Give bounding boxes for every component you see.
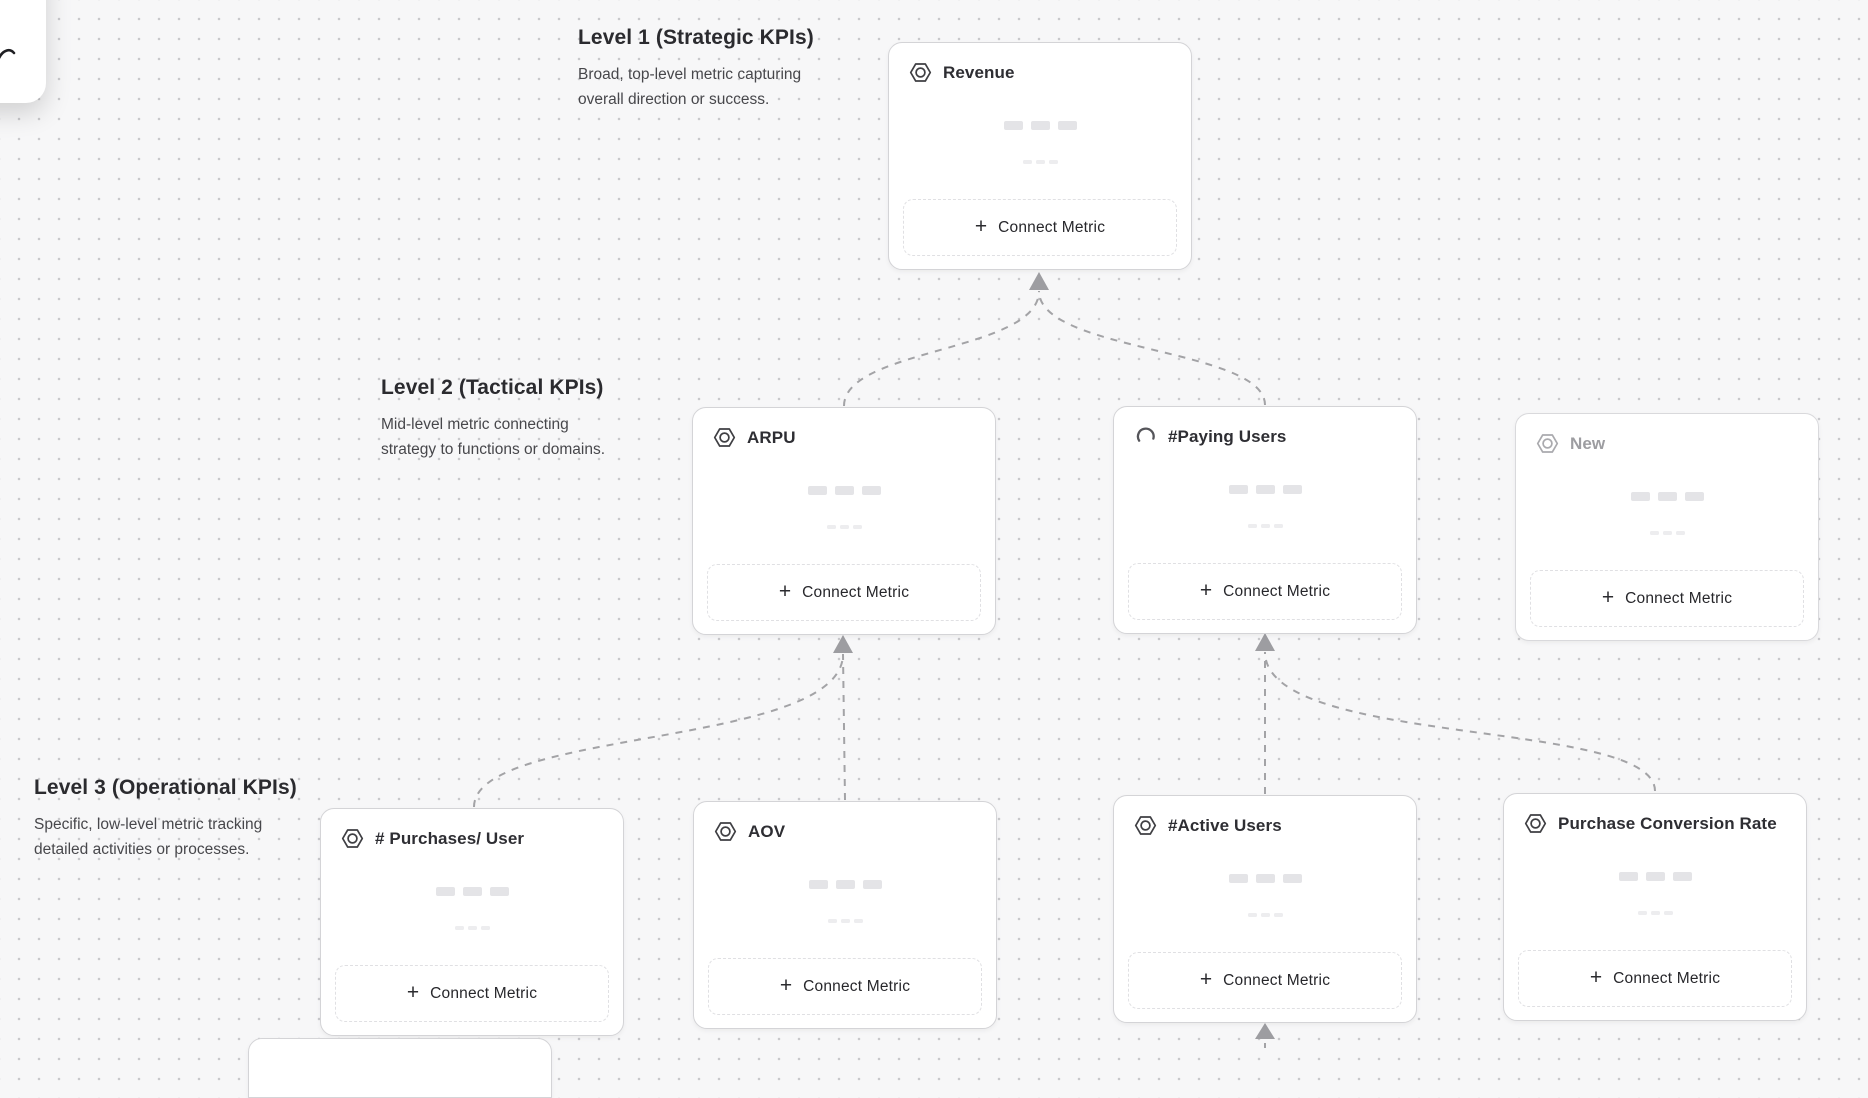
metric-hexagon-icon <box>713 426 736 449</box>
connect-metric-label: Connect Metric <box>430 984 538 1002</box>
section-description: Mid-level metric connecting strategy to … <box>381 416 606 458</box>
arrowhead-arpu <box>833 635 853 653</box>
card-title: Purchase Conversion Rate <box>1558 813 1777 833</box>
plus-icon: + <box>1199 968 1213 991</box>
skeleton-placeholder-small <box>694 919 996 923</box>
skeleton-placeholder <box>1516 492 1818 501</box>
metric-card-partial-offscreen[interactable] <box>248 1038 552 1098</box>
arrowhead-active-users <box>1255 1023 1275 1039</box>
connect-metric-button[interactable]: + Connect Metric <box>1530 570 1804 627</box>
section-title: Level 1 (Strategic KPIs) <box>578 26 814 49</box>
card-title: AOV <box>748 821 786 841</box>
metric-card-active-users[interactable]: #Active Users + Connect Metric <box>1113 795 1417 1023</box>
connect-metric-button[interactable]: + Connect Metric <box>707 564 981 621</box>
connect-metric-button[interactable]: + Connect Metric <box>1128 952 1402 1009</box>
metric-card-paying-users[interactable]: #Paying Users + Connect Metric <box>1113 406 1417 634</box>
skeleton-placeholder-small <box>889 160 1191 164</box>
section-level-1: Level 1 (Strategic KPIs) Broad, top-leve… <box>578 26 814 112</box>
skeleton-placeholder-small <box>1114 524 1416 528</box>
connect-metric-label: Connect Metric <box>1625 589 1733 607</box>
card-title: Revenue <box>943 62 1015 82</box>
metric-card-new[interactable]: New + Connect Metric <box>1515 413 1819 641</box>
skeleton-placeholder <box>693 486 995 495</box>
section-level-2: Level 2 (Tactical KPIs) Mid-level metric… <box>381 376 605 462</box>
connector-paying-to-revenue <box>1038 290 1266 406</box>
skeleton-placeholder-small <box>1516 531 1818 535</box>
arrowhead-revenue <box>1029 272 1049 290</box>
section-title: Level 3 (Operational KPIs) <box>34 776 297 799</box>
section-level-3: Level 3 (Operational KPIs) Specific, low… <box>34 776 297 862</box>
metric-hexagon-icon <box>1524 812 1547 835</box>
card-title: ARPU <box>747 427 796 447</box>
metric-card-purchase-conversion-rate[interactable]: Purchase Conversion Rate + Connect Metri… <box>1503 793 1807 1021</box>
connect-metric-label: Connect Metric <box>803 977 911 995</box>
skeleton-placeholder <box>321 887 623 896</box>
canvas-toolbar-button[interactable] <box>0 0 46 103</box>
metric-card-revenue[interactable]: Revenue + Connect Metric <box>888 42 1192 270</box>
connector-purchases-to-arpu <box>473 653 844 808</box>
skeleton-placeholder <box>1114 874 1416 883</box>
skeleton-placeholder-small <box>1504 911 1806 915</box>
metric-card-aov[interactable]: AOV + Connect Metric <box>693 801 997 1029</box>
connect-metric-label: Connect Metric <box>1223 582 1331 600</box>
connect-metric-label: Connect Metric <box>802 583 910 601</box>
connect-metric-label: Connect Metric <box>1223 971 1331 989</box>
skeleton-placeholder-small <box>321 926 623 930</box>
plus-icon: + <box>974 215 988 238</box>
section-description: Broad, top-level metric capturing overal… <box>578 66 802 108</box>
connect-metric-button[interactable]: + Connect Metric <box>1518 950 1792 1007</box>
skeleton-placeholder-small <box>693 525 995 529</box>
skeleton-placeholder <box>1504 872 1806 881</box>
loading-spinner-icon <box>1134 425 1157 448</box>
metric-card-arpu[interactable]: ARPU + Connect Metric <box>692 407 996 635</box>
card-title: #Active Users <box>1168 815 1282 835</box>
plus-icon: + <box>1589 966 1603 989</box>
metric-hexagon-icon <box>1536 432 1559 455</box>
skeleton-placeholder <box>694 880 996 889</box>
plus-icon: + <box>406 981 420 1004</box>
skeleton-placeholder-small <box>1114 913 1416 917</box>
connector-aov-to-arpu <box>842 653 846 801</box>
metric-card-purchases-per-user[interactable]: # Purchases/ User + Connect Metric <box>320 808 624 1036</box>
metric-hexagon-icon <box>341 827 364 850</box>
section-description: Specific, low-level metric tracking deta… <box>34 816 263 858</box>
skeleton-placeholder <box>1114 485 1416 494</box>
connector-pcr-to-paying <box>1264 651 1656 792</box>
metric-hexagon-icon <box>714 820 737 843</box>
card-title: #Paying Users <box>1168 426 1287 446</box>
card-title: New <box>1570 433 1606 453</box>
connect-metric-button[interactable]: + Connect Metric <box>335 965 609 1022</box>
skeleton-placeholder <box>889 121 1191 130</box>
connect-metric-button[interactable]: + Connect Metric <box>1128 563 1402 620</box>
metric-hexagon-icon <box>1134 814 1157 837</box>
card-title: # Purchases/ User <box>375 828 525 848</box>
arrowhead-paying <box>1255 633 1275 651</box>
plus-icon: + <box>1199 579 1213 602</box>
connect-metric-label: Connect Metric <box>1613 969 1721 987</box>
plus-icon: + <box>779 974 793 997</box>
connect-metric-button[interactable]: + Connect Metric <box>903 199 1177 256</box>
connector-arpu-to-revenue <box>843 290 1040 407</box>
connect-metric-label: Connect Metric <box>998 218 1106 236</box>
plus-icon: + <box>778 580 792 603</box>
cursor-tool-icon <box>0 48 16 59</box>
connect-metric-button[interactable]: + Connect Metric <box>708 958 982 1015</box>
metric-hexagon-icon <box>909 61 932 84</box>
section-title: Level 2 (Tactical KPIs) <box>381 376 604 399</box>
plus-icon: + <box>1601 586 1615 609</box>
